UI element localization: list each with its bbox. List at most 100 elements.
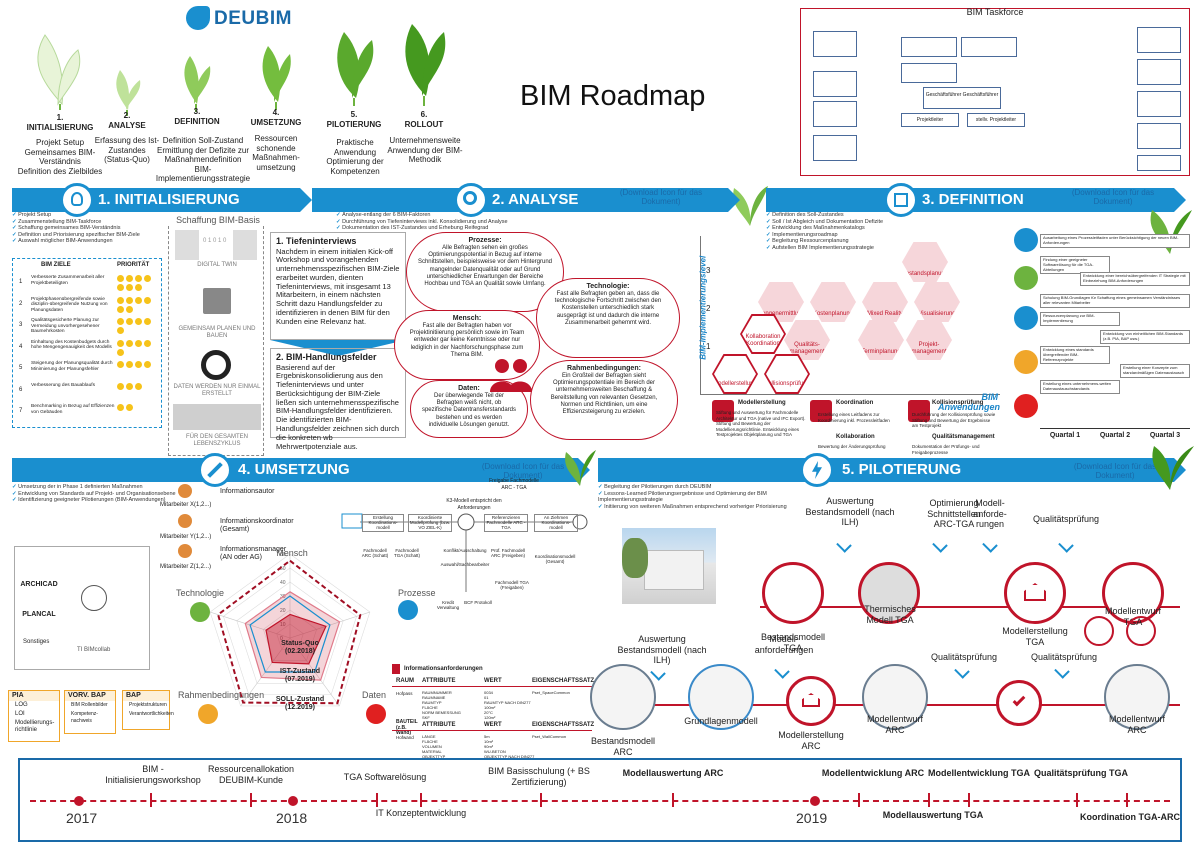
basis-title: Schaffung BIM-Basis bbox=[176, 215, 260, 225]
timeline-tick bbox=[150, 793, 152, 807]
org-box-stellv-projektleiter: stellv. Projektleiter bbox=[967, 113, 1025, 127]
org-box bbox=[813, 135, 857, 161]
arc-step-label: Auswertung Bestandsmodell (nach ILH) bbox=[617, 634, 707, 665]
collision-icon bbox=[1126, 616, 1156, 646]
gantt-bar: Erstellung eines unternehmens-weiten Dat… bbox=[1040, 380, 1120, 394]
modellentwurf-tga-node[interactable] bbox=[1102, 562, 1164, 624]
priority-dot bbox=[135, 284, 142, 291]
arc-step-label: Qualitätsprüfung bbox=[930, 652, 998, 662]
milestone-label: Modellentwicklung TGA bbox=[927, 768, 1030, 778]
interviews-box: 1. Tiefeninterviews Nachdem in einem ini… bbox=[270, 232, 406, 340]
skyline-icon bbox=[173, 404, 261, 430]
modellerstellung-arc-node[interactable] bbox=[786, 676, 836, 726]
download-note[interactable]: (Download Icon für das Dokument) bbox=[481, 462, 565, 480]
section-4-banner: 4. UMSETZUNG bbox=[12, 458, 590, 482]
milestone-label: Modellentwicklung ARC bbox=[821, 768, 925, 778]
req-attr: NORM BEMESSUNG bbox=[422, 710, 461, 715]
network-icon bbox=[1014, 228, 1038, 252]
hex-modellerstellung: Modellerstellung bbox=[714, 356, 756, 392]
priority-dot bbox=[117, 318, 124, 325]
gantt-bar: Entwicklung eines standards übergreifend… bbox=[1040, 346, 1110, 365]
goal-label: Steigerung der Planungsqualität durch Mi… bbox=[31, 361, 113, 372]
priority-dot bbox=[144, 361, 151, 368]
download-note[interactable]: (Download Icon für das Dokument) bbox=[619, 188, 703, 206]
download-note[interactable]: (Download Icon für das Dokument) bbox=[1071, 188, 1155, 206]
year-2018: 2018 bbox=[276, 810, 308, 826]
sonstiges-label: Sonstiges bbox=[23, 639, 50, 645]
section-2-banner: 2. ANALYSE bbox=[312, 188, 740, 212]
role-person: Mitarbeiter Y(1,2...) bbox=[160, 534, 212, 540]
qualitaetspruefung-node[interactable] bbox=[996, 680, 1042, 726]
plant-icon bbox=[1152, 446, 1194, 490]
hex-mixed-reality: Mixed Reality bbox=[862, 282, 908, 322]
basis-label: GEMEINSAM PLANEN UND BAUEN bbox=[178, 326, 256, 339]
modellentwurf-arc-node[interactable] bbox=[862, 664, 928, 730]
priority-dot bbox=[135, 339, 142, 347]
priority-dot bbox=[126, 404, 133, 411]
org-box bbox=[813, 31, 857, 57]
priority-dot bbox=[144, 339, 151, 347]
org-box bbox=[1137, 91, 1181, 117]
req-value: 5m bbox=[484, 734, 490, 739]
radar-chart: 6050403020100 bbox=[209, 552, 371, 707]
radar-tick-label: 10 bbox=[280, 622, 286, 628]
archicad-label: ARCHICAD bbox=[20, 581, 58, 588]
req-attr: MATERIAL bbox=[422, 749, 442, 754]
graduation-icon bbox=[1014, 306, 1038, 330]
wrench-icon[interactable] bbox=[198, 453, 232, 487]
grundlagenmodell-node[interactable] bbox=[688, 664, 754, 730]
x-axis-label: BIM Anwendungen bbox=[938, 392, 1000, 412]
hex-visualisierung: Visualisierung bbox=[914, 282, 960, 322]
timeline-box bbox=[18, 758, 1182, 842]
goal-label: Verbesserung des Bauablaufs bbox=[31, 382, 96, 388]
flow-node: Freigabe Fachmodelle ARC - TGA bbox=[489, 478, 539, 491]
phase-4-label: 4.UMSETZUNG bbox=[250, 108, 302, 127]
download-note[interactable]: (Download Icon für das Dokument) bbox=[1073, 462, 1157, 480]
flow-node: Konflikt/Ausschaltung bbox=[443, 548, 487, 553]
building-photo bbox=[622, 528, 716, 604]
gantt-bar: Findung einer geeigneter Softwarelösung … bbox=[1040, 256, 1110, 275]
flow-node: Referenzieren Fachmodelle ARC - TGA bbox=[484, 514, 528, 532]
person-icon bbox=[178, 484, 192, 498]
basis-label: DATEN WERDEN NUR EINMAL ERSTELLT bbox=[173, 384, 261, 397]
radar-grid-ring bbox=[209, 553, 371, 707]
priority-dot bbox=[135, 275, 142, 282]
arc-step-label: Modell-anforderungen bbox=[754, 634, 814, 655]
phase-3-desc: Definition Soll-Zustand Ermittlung der D… bbox=[155, 136, 251, 183]
goal-label: Projektphasenübergreifende sowie diszipl… bbox=[31, 296, 108, 313]
radar-grid-ring bbox=[263, 609, 317, 661]
flow-node: Auswahl/Sachbearbeiter bbox=[440, 562, 490, 567]
gantt-bar: Entwicklung einer bereichsübergreifenden… bbox=[1080, 272, 1190, 286]
bestandsmodell-tga-node[interactable] bbox=[762, 562, 824, 624]
radar-tick-label: 0 bbox=[280, 636, 283, 642]
phase-6-label: 6.ROLLOUT bbox=[404, 110, 444, 129]
basis-label: FÜR DEN GESAMTEN LEBENSZYKLUS bbox=[185, 434, 248, 447]
computer-icon bbox=[203, 288, 231, 314]
req-attr: LÄNGE bbox=[422, 734, 436, 739]
org-box bbox=[961, 37, 1017, 57]
modellerstellung-tga-node[interactable] bbox=[1004, 562, 1066, 624]
goal-number: 2 bbox=[19, 300, 23, 307]
flow-node: BCF Protokoll bbox=[464, 600, 492, 605]
priority-dot bbox=[126, 284, 133, 291]
basis-label: DIGITAL TWIN bbox=[197, 262, 237, 268]
document-icon bbox=[1014, 350, 1038, 374]
timeline-tick bbox=[672, 793, 674, 807]
x-axis bbox=[700, 394, 1000, 395]
milestone-label: TGA Softwarelösung bbox=[343, 772, 427, 782]
level-2: 2 bbox=[706, 304, 711, 313]
timeline-tick bbox=[376, 793, 378, 807]
bestandsmodell-arc-node[interactable] bbox=[590, 664, 656, 730]
timeline-tick bbox=[250, 793, 252, 807]
hex-terminplanung: Terminplanung bbox=[858, 320, 904, 360]
modellentwurf-arc-node-2[interactable] bbox=[1104, 664, 1170, 730]
role-person: Mitarbeiter X(1,2...) bbox=[160, 502, 212, 508]
thermisches-modell-tga-node[interactable] bbox=[858, 562, 920, 624]
timeline-tick bbox=[928, 793, 930, 807]
fields-box: 2. BIM-Handlungsfelder Basierend auf der… bbox=[270, 348, 406, 451]
goal-number: 1 bbox=[19, 279, 23, 285]
req-value: WU-BETON bbox=[484, 749, 506, 754]
goal-label: Verbesserte Zusammenarbeit aller Projekt… bbox=[31, 275, 105, 286]
